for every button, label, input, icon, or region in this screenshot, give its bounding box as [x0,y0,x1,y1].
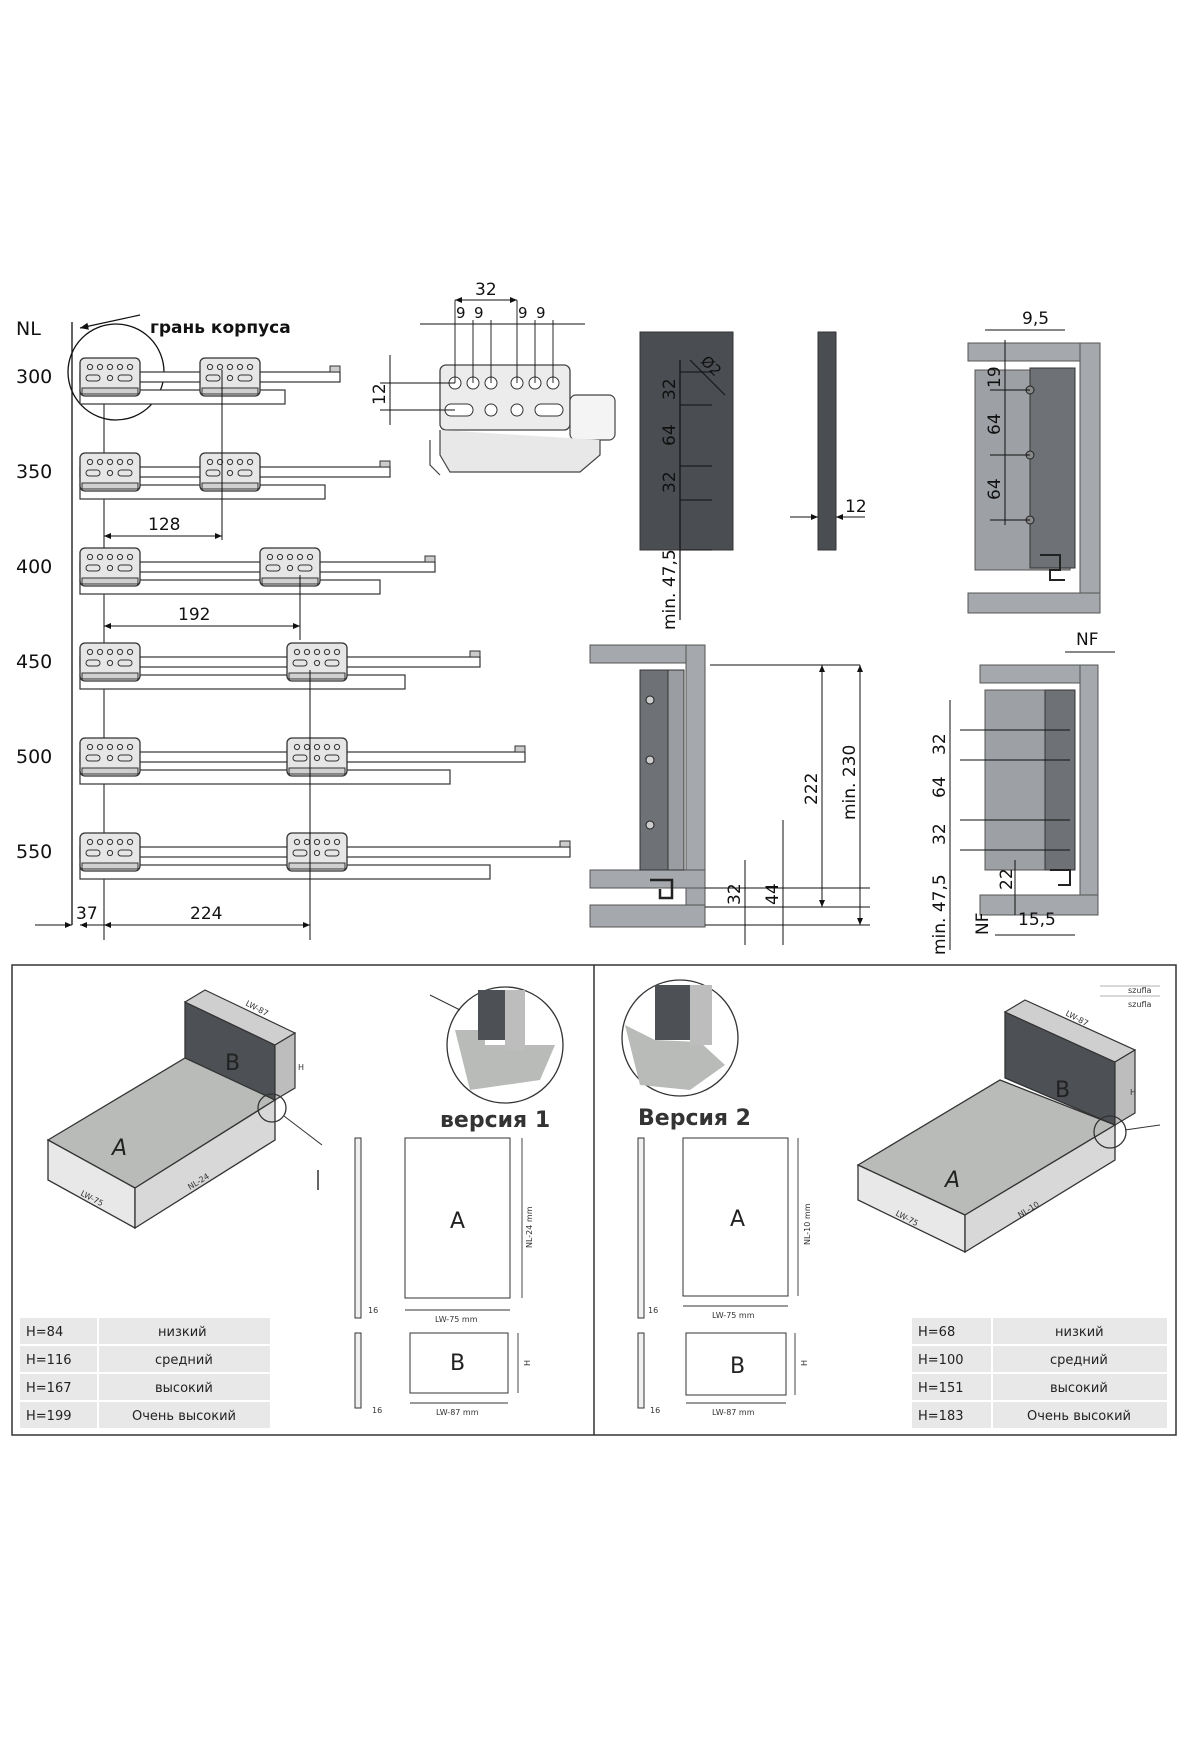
nl-row-label: 350 [16,461,52,483]
version-1-panel: A B LW-75 NL-24 LW-87 H версия 1 A NL-24… [20,986,564,1428]
dim-22: 22 [997,868,1017,890]
nf-bottom: NF [973,913,993,936]
nl-row-label: 550 [16,841,52,863]
dim-32: 32 [725,883,745,905]
table-name: Очень высокий [1027,1409,1131,1424]
panel-b: B [450,1351,465,1376]
section-view-left: 222 min. 230 32 44 [589,644,870,945]
table-height: H=100 [918,1353,963,1368]
dim-min-47-5: min. 47,5 [930,874,950,955]
dim-32: 32 [930,823,950,845]
dim-lw87: LW-87 mm [712,1408,755,1417]
dim-64: 64 [930,776,950,798]
table-name: высокий [155,1381,213,1396]
dim-15-5: 15,5 [1018,910,1056,930]
dim-12: 12 [370,383,390,405]
table-name: низкий [1055,1325,1104,1340]
table-height: H=183 [918,1409,963,1424]
dim-9: 9 [456,304,466,322]
dim-32: 32 [475,280,497,300]
dim-16: 16 [648,1306,658,1315]
table-name: низкий [158,1325,207,1340]
panel-b: B [730,1354,745,1379]
panel-thickness: 12 [845,497,867,517]
dim-32: 32 [660,471,680,493]
slide-row-550 [79,832,571,880]
table-name: средний [155,1353,213,1368]
panel-a: A [730,1207,745,1232]
nl-row-label: 450 [16,651,52,673]
table-height: H=167 [26,1381,71,1396]
cabinet-edge-label: грань корпуса [150,318,291,338]
iso-dim-h: H [298,1063,304,1072]
legend-label: szufla [1128,1000,1151,1009]
table-name: средний [1050,1353,1108,1368]
dim-nl: NL-24 mm [525,1206,534,1248]
iso-label-a: A [110,1136,127,1161]
dim-9-5: 9,5 [1022,309,1049,329]
dim-9: 9 [518,304,528,322]
dim-192: 192 [178,605,210,625]
dim-lw75: LW-75 mm [712,1311,755,1320]
iso-label-b: B [225,1051,240,1076]
iso-label-a: A [943,1168,960,1193]
table-name: высокий [1050,1381,1108,1396]
version-2-title: Версия 2 [638,1106,751,1131]
table-height: H=116 [26,1353,71,1368]
nl-header: NL [16,318,41,340]
nl-row-label: 400 [16,556,52,578]
dim-min-230: min. 230 [840,745,860,820]
version-2-panel: Версия 2 A NL-10 mm LW-75 mm 16 B H LW-8… [621,979,1167,1428]
dim-37: 37 [76,904,98,924]
dim-222: 222 [802,773,822,805]
dim-16: 16 [372,1406,382,1415]
cabinet-edge-arrow [79,314,141,330]
dim-h: H [800,1360,809,1366]
dim-32: 32 [660,378,680,400]
dim-h: H [523,1360,532,1366]
iso-dim-h: H [1130,1088,1136,1097]
nl-row-label: 500 [16,746,52,768]
dim-19: 19 [985,366,1005,388]
dim-16: 16 [650,1406,660,1415]
dim-9: 9 [536,304,546,322]
dim-128: 128 [148,515,180,535]
iso-label-b: B [1055,1078,1070,1103]
dim-32: 32 [930,733,950,755]
dim-44: 44 [763,883,783,905]
dim-64: 64 [985,413,1005,435]
dim-64: 64 [660,424,680,446]
panel-a: A [450,1209,465,1234]
version-1-title: версия 1 [440,1108,550,1133]
legend-label: szufla [1128,986,1151,995]
slide-row-400 [79,547,436,595]
front-panel-drilling: Ø2 32 64 32 min. 47,5 12 [639,331,867,630]
dim-nl: NL-10 mm [803,1203,812,1245]
dim-lw87: LW-87 mm [436,1408,479,1417]
dim-224: 224 [190,904,222,924]
bracket-detail: 32 9 9 9 9 12 [370,280,616,476]
dim-64: 64 [985,478,1005,500]
nl-row-label: 300 [16,366,52,388]
slide-row-500 [79,737,526,785]
table-height: H=68 [918,1325,955,1340]
section-view-right: NF 32 64 32 22 min. 47,5 NF 15,5 [930,630,1115,955]
table-height: H=84 [26,1325,63,1340]
slide-row-300 [79,357,341,405]
dim-lw75: LW-75 mm [435,1315,478,1324]
slide-row-350 [79,452,391,500]
dim-9: 9 [474,304,484,322]
slide-length-diagram: NL грань корпуса 300 350 400 450 500 550 [16,314,571,940]
dim-16: 16 [368,1306,378,1315]
table-height: H=199 [26,1409,71,1424]
drawer-side-detail: 9,5 19 64 64 [967,309,1101,614]
table-name: Очень высокий [132,1409,236,1424]
dim-min-47-5: min. 47,5 [660,549,680,630]
table-height: H=151 [918,1381,963,1396]
nf-top: NF [1076,630,1099,650]
slide-row-450 [79,642,481,690]
